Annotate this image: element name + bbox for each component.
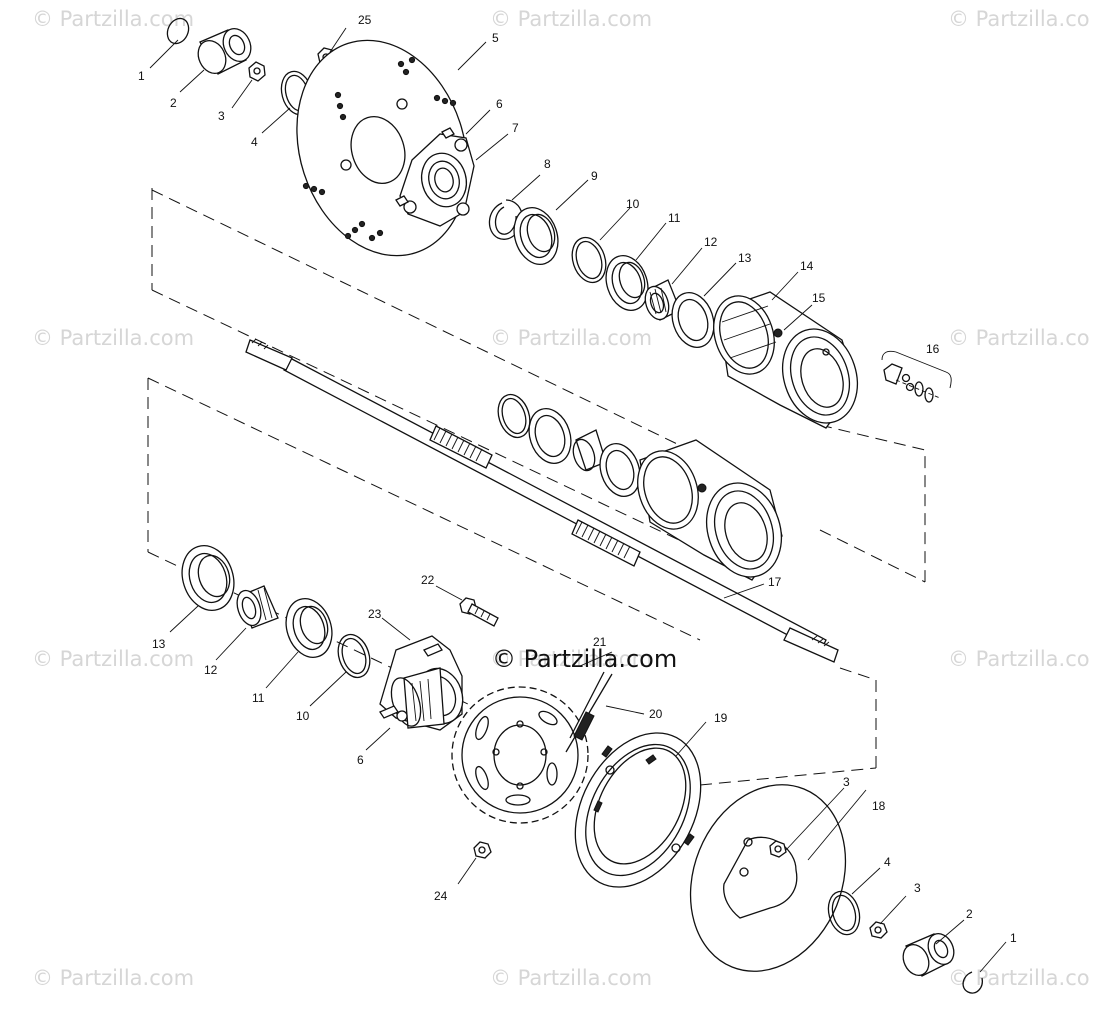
callout-11-lower: 11 <box>252 691 265 705</box>
part-23-sprocket-hub <box>379 635 464 731</box>
watermark: © Partzilla.com <box>32 7 194 31</box>
guide-line <box>819 424 926 582</box>
callout-6-lower: 6 <box>357 753 364 767</box>
part-19-brake-cover <box>574 732 702 888</box>
callout-8: 8 <box>544 157 551 171</box>
callout-23: 23 <box>368 607 382 621</box>
watermark-center: © Partzilla.com <box>492 645 677 673</box>
callout-25: 25 <box>358 13 372 27</box>
callout-17: 17 <box>768 575 782 589</box>
callout-10: 10 <box>626 197 640 211</box>
watermark: © Partzilla.com <box>490 966 652 990</box>
part-24-nut <box>473 841 492 859</box>
middle-bearing-set <box>497 393 783 581</box>
guide-line <box>147 377 701 641</box>
part-16-adjuster-kit <box>881 350 952 403</box>
callout-18: 18 <box>872 799 886 813</box>
callout-19: 19 <box>714 711 728 725</box>
watermark: © Partzilla.co <box>948 966 1090 990</box>
watermark: © Partzilla.com <box>32 326 194 350</box>
watermark: © Partzilla.com <box>490 7 652 31</box>
callout-2: 2 <box>170 96 177 110</box>
callout-2-bottom: 2 <box>966 907 973 921</box>
watermark: © Partzilla.co <box>948 326 1090 350</box>
guide-line <box>699 767 877 786</box>
part-6-7-flange-hub <box>395 127 475 227</box>
assembly-guide-lines <box>147 188 926 786</box>
guide-line <box>839 667 877 768</box>
part-2-top-spacer <box>197 27 252 75</box>
callout-1: 1 <box>138 69 145 83</box>
part-10-lower-seal <box>337 633 371 679</box>
part-20-chain-adjuster <box>565 671 613 753</box>
watermark: © Partzilla.com <box>490 326 652 350</box>
part-17-axle <box>245 338 839 663</box>
callout-labels: 1 2 3 4 25 5 6 7 8 9 10 11 12 13 14 15 1… <box>138 13 1017 945</box>
part-13-top-bearing-cup <box>671 292 715 348</box>
callout-21: 21 <box>593 635 607 649</box>
callout-4: 4 <box>251 135 258 149</box>
guide-line <box>819 529 926 583</box>
callout-6: 6 <box>496 97 503 111</box>
watermark: © Partzilla.co <box>948 647 1090 671</box>
callout-16: 16 <box>926 342 940 356</box>
part-11-lower-bearing-race <box>285 598 333 658</box>
callout-7: 7 <box>512 121 519 135</box>
part-22-bolt <box>459 597 499 627</box>
leader-lines <box>149 27 1007 973</box>
part-14-bearing-housing <box>713 291 858 429</box>
watermark: © Partzilla.com <box>490 647 652 671</box>
part-13-lower-bearing-cup <box>181 545 235 611</box>
callout-14: 14 <box>800 259 814 273</box>
callout-12: 12 <box>704 235 718 249</box>
callout-5: 5 <box>492 31 499 45</box>
callout-24: 24 <box>434 889 448 903</box>
part-3-bottom-nut <box>869 921 888 939</box>
callout-3-lower: 3 <box>843 775 850 789</box>
callout-9: 9 <box>591 169 598 183</box>
callout-22: 22 <box>421 573 435 587</box>
callout-3-bottom: 3 <box>914 881 921 895</box>
part-9-bearing-cup <box>513 207 559 265</box>
watermark: © Partzilla.co <box>948 7 1090 31</box>
callout-1-bottom: 1 <box>1010 931 1017 945</box>
part-10-top-seal <box>571 236 607 284</box>
callout-3: 3 <box>218 109 225 123</box>
part-2-bottom-spacer <box>902 932 955 977</box>
guide-line <box>151 188 701 456</box>
watermark: © Partzilla.com <box>32 647 194 671</box>
watermark-layer: © Partzilla.com © Partzilla.com © Partzi… <box>32 7 1090 990</box>
callout-15: 15 <box>812 291 826 305</box>
part-12-lower-roller-bearing <box>236 585 279 629</box>
part-1-bottom-circlip <box>962 971 983 994</box>
part-4-bottom-oring <box>827 890 861 936</box>
callout-11: 11 <box>668 211 681 225</box>
callout-13-lower: 13 <box>152 637 166 651</box>
part-1-top-circlip <box>166 17 190 45</box>
guide-line <box>151 289 701 551</box>
part-3-top-nut <box>248 61 266 82</box>
callout-4-lower: 4 <box>884 855 891 869</box>
part-21-sprocket <box>451 686 589 824</box>
callout-12-lower: 12 <box>204 663 218 677</box>
part-11-top-bearing-race <box>605 255 649 311</box>
watermark: © Partzilla.com <box>32 966 194 990</box>
callout-13: 13 <box>738 251 752 265</box>
part-18-brake-disc <box>689 784 847 972</box>
callout-20: 20 <box>649 707 663 721</box>
callout-10-lower: 10 <box>296 709 310 723</box>
